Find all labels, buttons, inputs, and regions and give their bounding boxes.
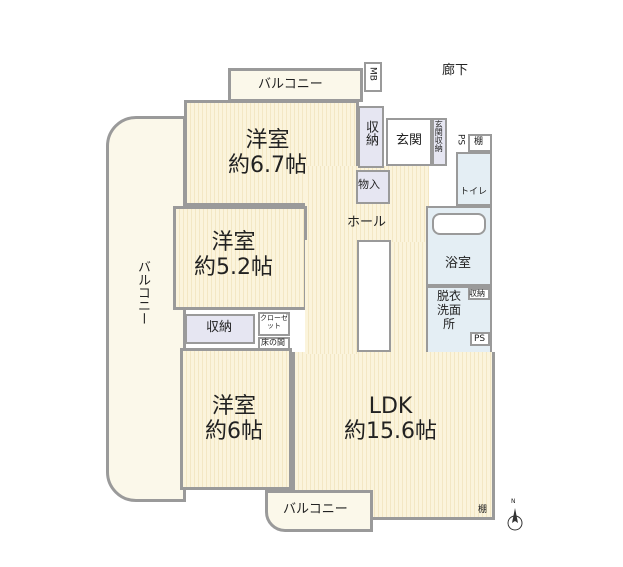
closet-small-label: 物入	[358, 178, 380, 191]
ldk-upper	[305, 240, 357, 354]
ldk-kitchen-aisle	[391, 242, 426, 354]
tokonoma	[258, 337, 290, 350]
mb	[364, 62, 382, 92]
closet-label: クローゼット	[260, 314, 288, 331]
bathtub-icon	[432, 213, 486, 235]
north-arrow-icon	[507, 508, 523, 531]
western-room-3-label: 洋室約6帖	[205, 394, 263, 445]
balcony-left	[106, 116, 186, 502]
toilet	[456, 152, 492, 206]
ps-wash	[470, 332, 490, 346]
entrance-storage	[432, 118, 447, 166]
room-name: 洋室	[211, 230, 256, 255]
storage-left	[185, 314, 255, 344]
closet	[258, 312, 290, 336]
storage-wash-label: 収納	[469, 289, 485, 298]
closet-small	[356, 170, 390, 204]
balcony-left-label: バルコニー	[134, 260, 150, 325]
room-size: 約6.7帖	[228, 153, 307, 179]
western-room-2-label: 洋室約5.2帖	[194, 230, 273, 281]
washroom-label: 脱衣洗面所	[436, 289, 461, 331]
shelf-top	[468, 134, 492, 152]
entrance-label: 玄関	[396, 133, 423, 148]
storage-top	[358, 106, 384, 168]
entrance-storage-label: 玄関収納	[434, 120, 444, 152]
balcony-bottom-label: バルコニー	[283, 502, 348, 517]
storage-wash	[468, 288, 490, 300]
room-size: 約5.2帖	[194, 255, 273, 281]
entrance	[386, 118, 432, 166]
toilet-label: トイレ	[460, 187, 488, 197]
western-room-3	[180, 348, 292, 490]
room-name: LDK	[368, 394, 413, 419]
balcony-top-label: バルコニー	[258, 77, 323, 92]
room-name: 洋室	[245, 128, 290, 153]
storage-left-label: 収納	[206, 320, 233, 335]
western-room-1-label: 洋室約6.7帖	[228, 128, 307, 179]
shelf-top-label: 棚	[474, 137, 484, 147]
storage-top-label: 収納	[362, 120, 378, 146]
balcony-top	[228, 68, 363, 102]
hall-label: ホール	[347, 215, 387, 230]
bathroom-label: 浴室	[445, 256, 472, 271]
kitchen-counter	[357, 240, 391, 352]
ps-top-label: PS	[455, 134, 466, 146]
corridor-label: 廊下	[442, 63, 469, 78]
balcony-bottom	[265, 490, 373, 532]
shelf-bottom-label: 棚	[478, 505, 488, 515]
north-label: N	[511, 498, 516, 505]
room-size: 約6帖	[205, 419, 263, 445]
mb-label: MB	[367, 67, 378, 81]
room-size: 約15.6帖	[344, 419, 437, 445]
western-room-2	[173, 206, 307, 310]
room-name: 洋室	[211, 394, 256, 419]
ps-wash-label: PS	[474, 334, 486, 344]
tokonoma-label: 床の間	[261, 338, 285, 347]
